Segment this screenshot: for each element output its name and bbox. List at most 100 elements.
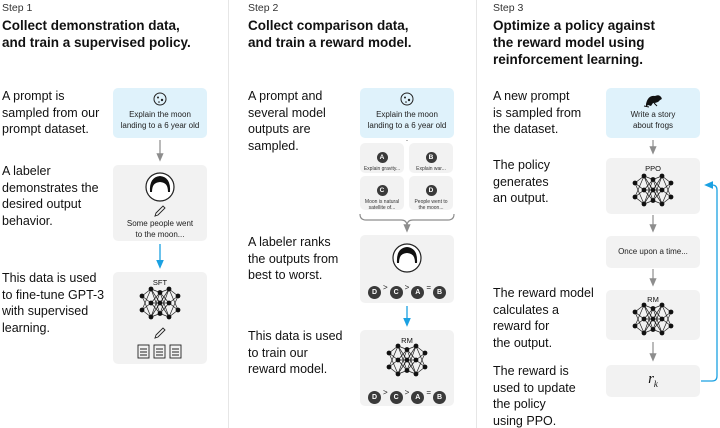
reward-subscript: k	[653, 379, 658, 389]
step2-rm-label: RM	[401, 336, 413, 345]
step2-label: Step 2	[248, 2, 279, 14]
nn-edge	[406, 359, 417, 375]
step2-desc-rank: A labeler ranks the outputs from best to…	[248, 235, 339, 282]
nn-edge	[168, 295, 179, 318]
nn-node	[641, 330, 647, 336]
step1-desc-prompt: A prompt is sampled from our prompt data…	[2, 89, 100, 136]
nn-edge	[159, 288, 170, 304]
nn-edge	[643, 179, 654, 205]
rank-badge-b: B	[433, 391, 446, 404]
nn-node	[166, 300, 172, 306]
step2-prompt-box: Explain the moon landing to a 6 year old	[360, 88, 454, 138]
nn-edge	[652, 175, 663, 201]
step3-desc-reward: The reward model calculates a reward for…	[493, 286, 594, 350]
step1-sft-box: SFT	[113, 272, 207, 364]
nn-node	[668, 180, 674, 186]
step3-label: Step 3	[493, 2, 524, 14]
rank-badge-a: A	[411, 391, 425, 404]
nn-edge	[141, 288, 152, 311]
nn-edge	[388, 345, 399, 368]
rank-badge-b: B	[433, 286, 446, 299]
nn-node	[659, 187, 665, 193]
step3-output-box: Once upon a time...	[606, 236, 700, 268]
nn-node	[139, 307, 145, 313]
nn-node	[395, 343, 401, 349]
nn-node	[632, 194, 638, 200]
nn-node	[632, 323, 638, 329]
step3-rm-label: RM	[647, 295, 659, 304]
output-d-text: People went to the moon...	[414, 199, 448, 211]
step3-ppo-label: PPO	[645, 164, 661, 173]
frog-icon	[643, 95, 662, 108]
output-d-badge: D	[425, 185, 437, 196]
nn-node	[659, 316, 665, 322]
nn-node	[659, 302, 665, 308]
step1-desc-demo: A labeler demonstrates the desired outpu…	[2, 164, 99, 228]
nn-node	[175, 307, 181, 313]
step1-demo-text: Some people went to the moon...	[126, 219, 194, 239]
nn-node	[650, 316, 656, 322]
rank-operator: =	[426, 283, 431, 292]
document-icon	[137, 344, 182, 359]
nn-edge	[150, 292, 161, 318]
nn-edge	[150, 288, 161, 304]
neural-net-icon	[632, 302, 674, 336]
step3-prompt-text: Write a story about frogs	[630, 110, 676, 130]
nn-edge	[397, 349, 408, 375]
rank-badge-d: D	[367, 391, 381, 404]
step3-desc-update: The reward is used to update the policy …	[493, 364, 576, 428]
nn-node	[413, 357, 419, 363]
nn-edge	[159, 292, 170, 318]
nn-edge	[652, 308, 663, 334]
nn-edge	[661, 182, 672, 205]
rank-badge-c: C	[389, 391, 403, 404]
column-divider-1	[228, 0, 229, 428]
rank-operator: >	[404, 283, 410, 292]
step1-heading: Collect demonstration data, and train a …	[2, 18, 191, 50]
nn-node	[632, 180, 638, 186]
nn-node	[650, 306, 656, 311]
nn-node	[650, 177, 656, 182]
nn-node	[175, 293, 181, 299]
reward-symbol: r	[648, 371, 654, 387]
nn-node	[650, 327, 656, 332]
step2-rm-ranking: D>C>A=B	[360, 386, 454, 404]
output-c-text: Moon is natural satellite of...	[364, 199, 400, 211]
output-b-badge: B	[425, 152, 437, 163]
step3-reward-box: rk	[606, 365, 700, 397]
nn-edge	[652, 304, 663, 330]
output-a-badge: A	[376, 152, 388, 163]
nn-edge	[652, 175, 663, 191]
nn-node	[166, 286, 172, 292]
nn-edge	[652, 179, 663, 205]
nn-edge	[661, 311, 672, 334]
nn-node	[386, 350, 392, 356]
reward-value: rk	[606, 371, 700, 389]
nn-node	[386, 364, 392, 370]
nn-node	[668, 309, 674, 315]
step1-sft-label: SFT	[152, 278, 168, 287]
column-divider-2	[476, 0, 477, 428]
nn-node	[650, 198, 656, 203]
step3-desc-generate: The policy generates an output.	[493, 158, 550, 205]
nn-node	[404, 357, 410, 363]
nn-node	[166, 314, 172, 320]
nn-edge	[159, 288, 170, 314]
step3-ppo-box: PPO	[606, 158, 700, 214]
nn-edge	[406, 349, 417, 375]
step1-desc-finetune: This data is used to fine-tune GPT-3 wit…	[2, 271, 105, 335]
nn-node	[413, 343, 419, 349]
neural-net-icon	[632, 173, 674, 207]
step1-prompt-text: Explain the moon landing to a 6 year old	[120, 110, 200, 130]
nn-edge	[643, 175, 654, 201]
step3-rm-box: RM	[606, 290, 700, 340]
output-b-text: Explain war...	[416, 166, 446, 172]
step3-desc-sample: A new prompt is sampled from the dataset…	[493, 89, 582, 136]
step2-desc-train: This data is used to train our reward mo…	[248, 329, 343, 376]
step3-heading: Optimize a policy against the reward mod…	[493, 18, 656, 67]
nn-node	[157, 311, 163, 316]
step1-demo-box: Some people went to the moon...	[113, 165, 207, 241]
nn-node	[404, 368, 410, 373]
nn-node	[157, 290, 163, 295]
output-c-badge: C	[376, 185, 388, 196]
